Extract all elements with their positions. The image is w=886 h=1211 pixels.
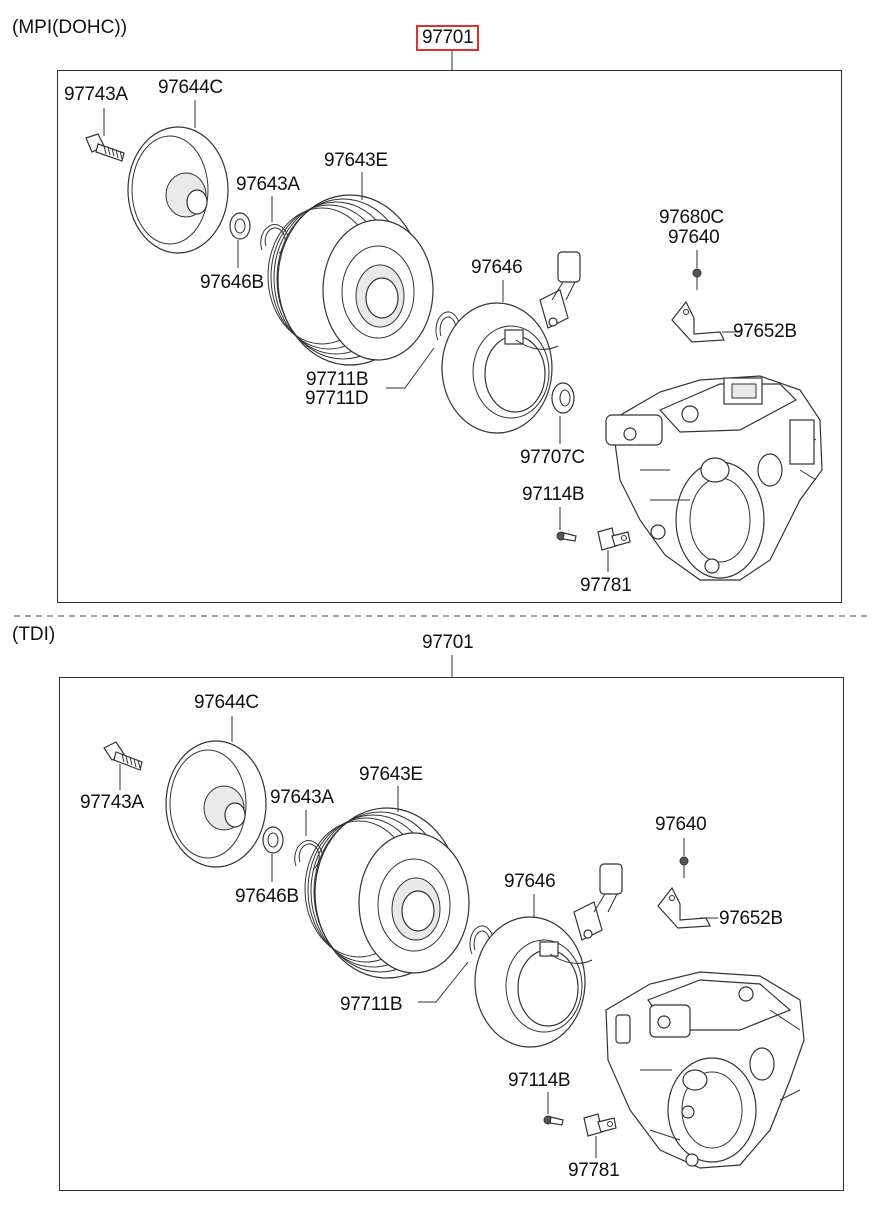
tdi-bracket-label[interactable]: 97652B [719,908,783,929]
tdi-clip-label[interactable]: 97781 [568,1160,620,1181]
mpi-snap-ring-a-label[interactable]: 97643A [236,174,300,195]
tdi-snap-ring-b-label[interactable]: 97711B [340,994,403,1015]
bracket-97652b-mpi [671,300,725,343]
hub-97644c-mpi [127,126,229,254]
mpi-hub-label[interactable]: 97644C [158,77,223,98]
tdi-hub-label[interactable]: 97644C [194,692,259,713]
mpi-shim-label[interactable]: 97646B [200,272,264,293]
clip-97781-tdi [583,1113,617,1137]
compressor-mpi [605,375,823,581]
mpi-section-title: (MPI(DOHC)) [12,17,128,38]
mpi-spacer-label[interactable]: 97707C [520,447,585,468]
coil-97646-tdi [474,863,623,1048]
mpi-assembly-label[interactable]: 97701 [416,25,480,51]
screw-97640-mpi [692,268,702,290]
coil-97646-mpi [441,251,581,434]
bolt-97743a-mpi [85,133,125,162]
tdi-parts [103,655,805,1169]
shim-97646b-tdi [262,826,284,854]
mpi-bracket-label[interactable]: 97652B [733,321,797,342]
mpi-snap-ring-b-label[interactable]: 97711B [306,369,369,390]
tdi-shim-label[interactable]: 97646B [235,886,299,907]
screw-97640-tdi [679,856,689,878]
tdi-screw-b-label[interactable]: 97114B [508,1070,571,1091]
tdi-assembly-label[interactable]: 97701 [422,632,474,653]
mpi-pulley-label[interactable]: 97643E [324,150,388,171]
mpi-valve-label[interactable]: 97680C [659,207,724,228]
mpi-frame [57,70,842,603]
tdi-section-title: (TDI) [12,624,56,645]
tdi-snap-ring-a-label[interactable]: 97643A [270,787,334,808]
tdi-coil-label[interactable]: 97646 [504,871,556,892]
tdi-bolt-label[interactable]: 97743A [80,792,144,813]
mpi-screw-label[interactable]: 97640 [668,227,720,248]
screw-97114b-mpi [556,531,577,542]
mpi-screw-b-label[interactable]: 97114B [522,484,585,505]
spacer-97707c-mpi [551,382,575,414]
mpi-clip-label[interactable]: 97781 [580,575,632,596]
mpi-parts [85,50,823,581]
mpi-snap-ring-d-label[interactable]: 97711D [305,388,369,409]
compressor-tdi [605,971,805,1169]
pulley-97643e-mpi [267,194,434,366]
bolt-97743a-tdi [103,741,143,771]
tdi-pulley-label[interactable]: 97643E [359,764,423,785]
clip-97781-mpi [597,527,631,551]
tdi-frame [59,677,844,1191]
bracket-97652b-tdi [657,886,711,929]
mpi-coil-label[interactable]: 97646 [471,257,523,278]
shim-97646b-mpi [229,212,251,240]
pulley-97643e-tdi [304,807,470,979]
tdi-screw-label[interactable]: 97640 [655,814,707,835]
hub-97644c-tdi [165,740,267,868]
screw-97114b-tdi [543,1115,564,1126]
mpi-bolt-label[interactable]: 97743A [64,84,128,105]
